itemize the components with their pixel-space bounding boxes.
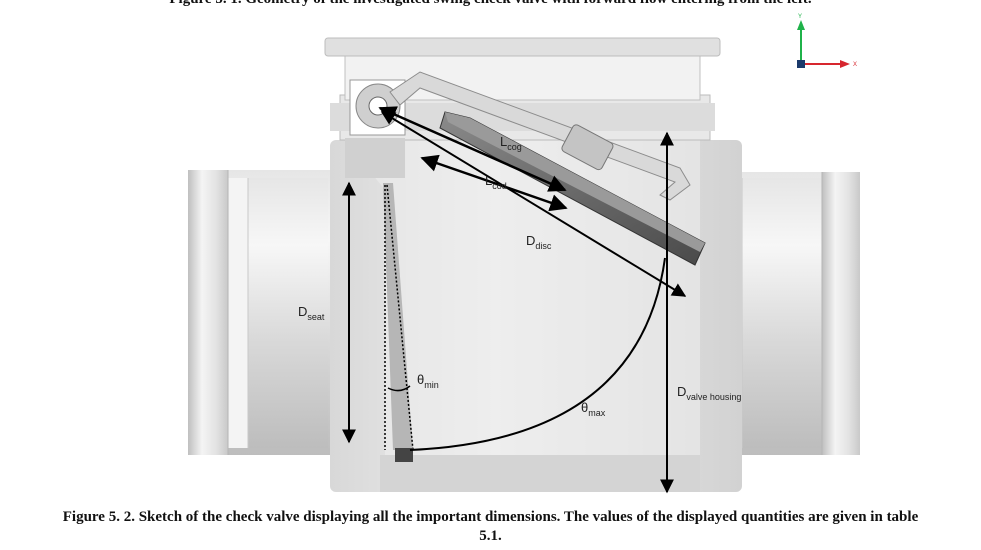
figure-caption: Figure 5. 2. Sketch of the check valve d… [62, 509, 919, 544]
top-figure-caption: Figure 5. 1. Geometry of the investigate… [0, 0, 981, 8]
check-valve-diagram: Lcog Lcod Ddisc Dseat θmin θmax Dvalve h… [188, 14, 860, 494]
label-l-cod: Lcod [485, 173, 507, 191]
label-theta-max: θmax [581, 400, 606, 418]
theta-max-arc [409, 257, 666, 451]
dimension-lines [342, 106, 687, 494]
label-d-valve-housing: Dvalve housing [677, 384, 741, 402]
label-d-seat: Dseat [298, 304, 325, 322]
axis-triad: Y X [797, 14, 857, 68]
label-theta-min: θmin [417, 372, 439, 390]
d-disc-arrow [380, 111, 687, 297]
axis-y-label: Y [798, 14, 802, 20]
label-d-disc: Ddisc [526, 233, 552, 251]
label-l-cog: Lcog [500, 134, 522, 152]
axis-x-label: X [853, 62, 857, 68]
